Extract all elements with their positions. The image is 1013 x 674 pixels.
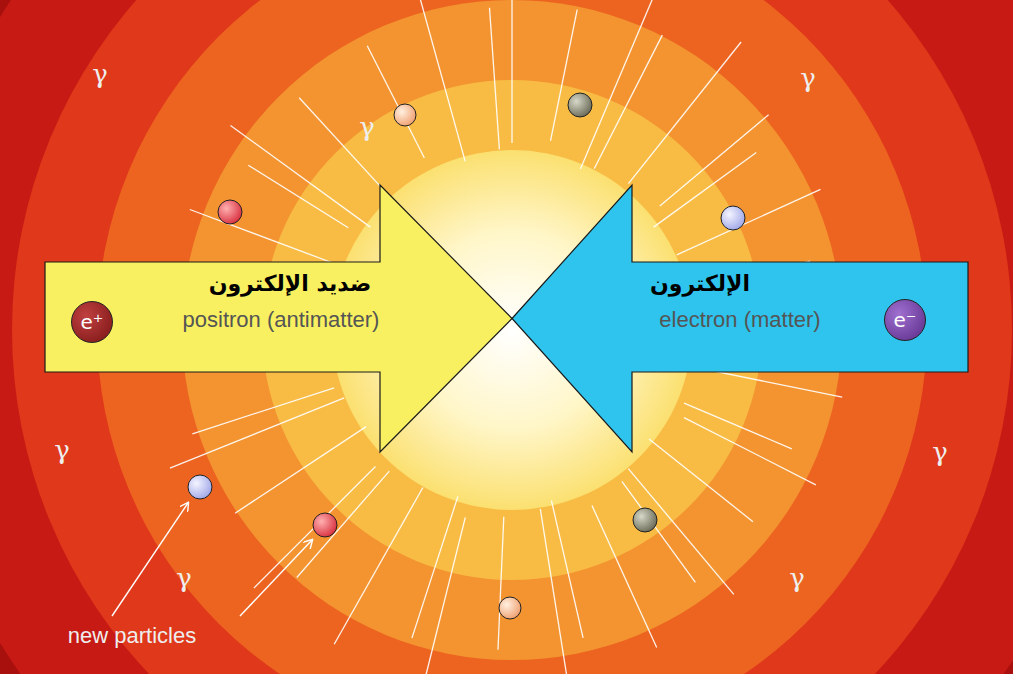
gamma-ray bbox=[192, 388, 334, 434]
gamma-ray bbox=[235, 427, 366, 514]
gamma-ray bbox=[426, 517, 466, 674]
gamma-ray bbox=[649, 439, 753, 522]
gamma-label: γ bbox=[789, 564, 805, 593]
gamma-ray bbox=[594, 35, 662, 169]
gamma-ray bbox=[334, 488, 423, 645]
gamma-ray bbox=[190, 210, 337, 265]
leader-lines bbox=[112, 503, 312, 616]
gamma-ray bbox=[622, 481, 696, 582]
gamma-label: γ bbox=[92, 60, 108, 89]
arrow-shape bbox=[512, 185, 968, 452]
gamma-ray bbox=[511, 0, 512, 143]
positron-arrow: ضديد الإلكترون positron (antimatter) e⁺ bbox=[45, 185, 512, 452]
gamma-label: γ bbox=[176, 564, 192, 593]
gamma-ray bbox=[551, 10, 578, 141]
particle bbox=[499, 597, 521, 619]
positron-symbol: e⁺ bbox=[71, 301, 113, 343]
english-label: positron (antimatter) bbox=[183, 307, 380, 332]
gamma-ray bbox=[540, 509, 567, 674]
gamma-ray bbox=[490, 8, 500, 150]
gamma-label: γ bbox=[932, 438, 948, 467]
gamma-ray bbox=[628, 469, 734, 595]
arabic-label: الإلكترون bbox=[650, 271, 750, 296]
gamma-ray bbox=[299, 98, 390, 197]
gamma-ray bbox=[417, 0, 465, 161]
particle bbox=[721, 206, 745, 230]
gamma-ray bbox=[498, 517, 504, 650]
gamma-ray bbox=[231, 126, 371, 228]
caption-label: new particles bbox=[68, 624, 196, 648]
gamma-ray bbox=[684, 418, 816, 485]
arrow-shape bbox=[45, 185, 512, 452]
gamma-label: γ bbox=[54, 436, 70, 465]
gamma-ray bbox=[551, 501, 583, 638]
gamma-ray bbox=[592, 506, 657, 648]
leader-line bbox=[240, 540, 312, 616]
particle bbox=[188, 475, 212, 499]
arabic-label: ضديد الإلكترون bbox=[209, 271, 372, 296]
particle bbox=[218, 200, 242, 224]
gamma-label: γ bbox=[359, 113, 375, 142]
gamma-ray bbox=[412, 496, 458, 638]
gamma-ray bbox=[254, 467, 376, 589]
gamma-ray bbox=[628, 42, 741, 184]
gamma-ray bbox=[297, 471, 390, 577]
red-ring bbox=[12, 0, 1012, 674]
particle-symbol: e⁻ bbox=[894, 309, 917, 332]
particle bbox=[394, 104, 416, 126]
gamma-ray bbox=[580, 0, 654, 169]
particle bbox=[313, 513, 337, 537]
gamma-ray bbox=[367, 46, 424, 158]
particle bbox=[568, 93, 592, 117]
gamma-ray bbox=[660, 115, 769, 206]
gamma-label: γ bbox=[800, 64, 816, 93]
particle bbox=[633, 508, 657, 532]
english-label: electron (matter) bbox=[659, 307, 820, 332]
leader-line bbox=[112, 503, 188, 616]
electron-symbol: e⁻ bbox=[884, 299, 926, 341]
gamma-ray bbox=[677, 189, 821, 255]
electron-arrow: الإلكترون electron (matter) e⁻ bbox=[512, 185, 968, 452]
particle-symbol: e⁺ bbox=[81, 311, 104, 334]
